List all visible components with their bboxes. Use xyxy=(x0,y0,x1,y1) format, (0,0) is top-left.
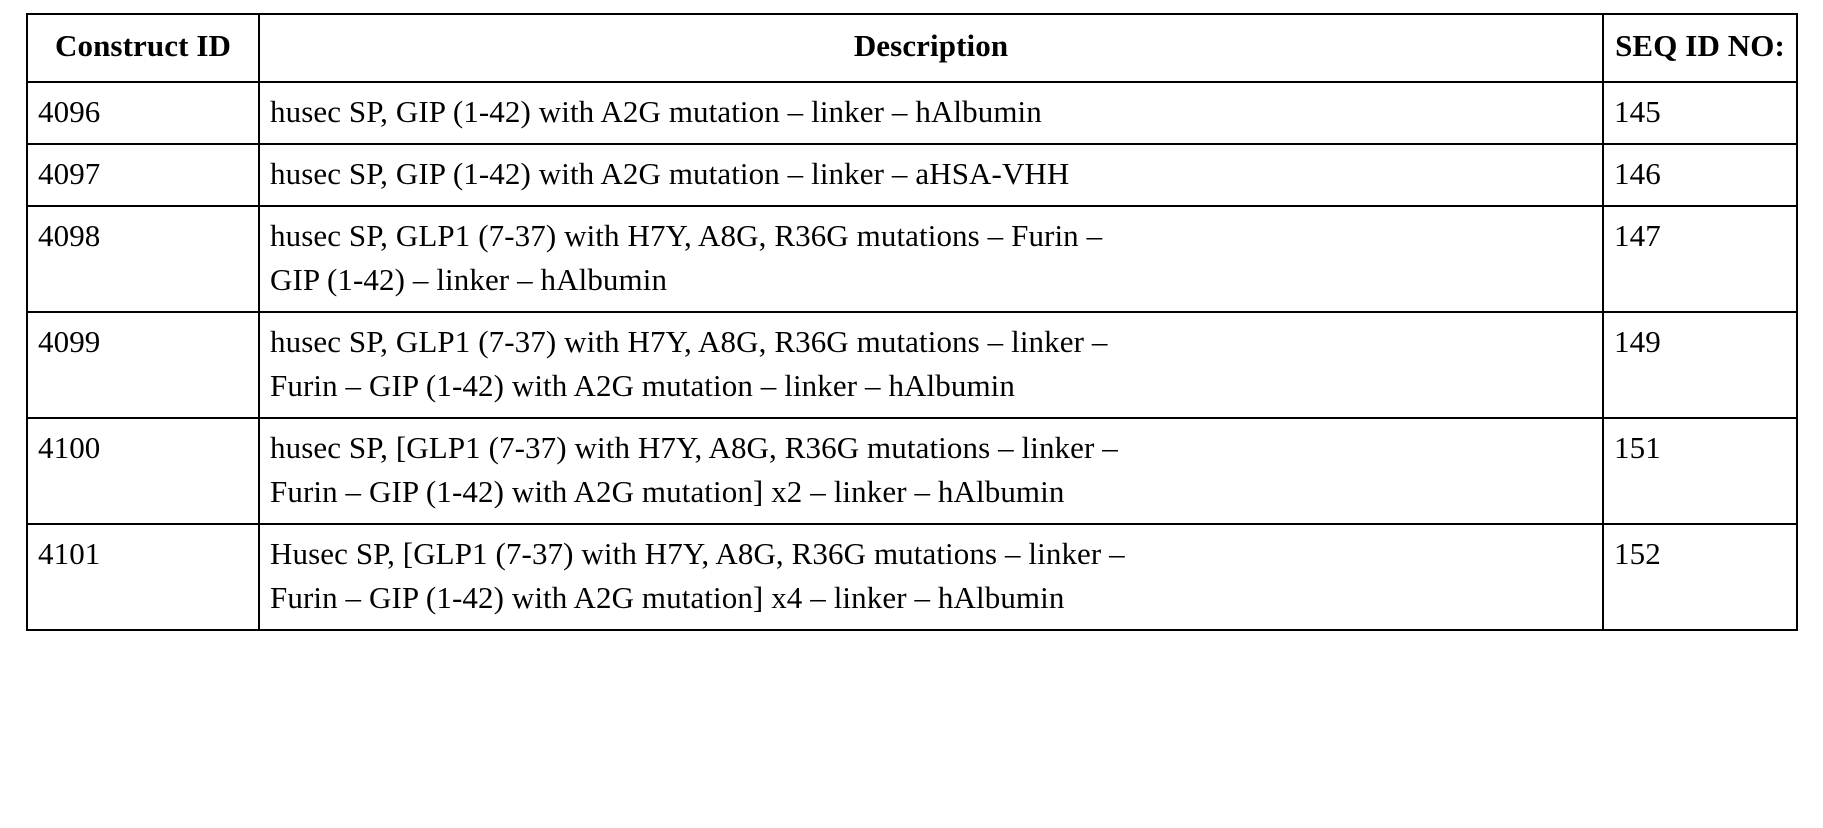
table-header-row: Construct ID Description SEQ ID NO: xyxy=(26,13,1798,83)
cell-seq-id-no: 145 xyxy=(1602,80,1798,145)
table-row: 4096 husec SP, GIP (1-42) with A2G mutati… xyxy=(26,80,1798,145)
cell-description: husec SP, GLP1 (7-37) with H7Y, A8G, R36… xyxy=(258,204,1604,313)
cell-construct-id: 4100 xyxy=(26,416,260,525)
description-line: husec SP, GLP1 (7-37) with H7Y, A8G, R36… xyxy=(270,217,1103,253)
cell-seq-id-no: 147 xyxy=(1602,204,1798,313)
description-line: GIP (1-42) – linker – hAlbumin xyxy=(270,261,668,297)
cell-description: husec SP, GLP1 (7-37) with H7Y, A8G, R36… xyxy=(258,310,1604,419)
cell-description: husec SP, GIP (1-42) with A2G mutation –… xyxy=(258,80,1604,145)
cell-construct-id: 4097 xyxy=(26,142,260,207)
table-header: Construct ID Description SEQ ID NO: xyxy=(26,13,1798,83)
construct-table-container: Construct ID Description SEQ ID NO: 4096… xyxy=(26,13,1798,632)
description-line: husec SP, GLP1 (7-37) with H7Y, A8G, R36… xyxy=(270,323,1108,359)
cell-description: Husec SP, [GLP1 (7-37) with H7Y, A8G, R3… xyxy=(258,522,1604,632)
description-line: Husec SP, [GLP1 (7-37) with H7Y, A8G, R3… xyxy=(270,535,1125,571)
cell-construct-id: 4101 xyxy=(26,522,260,632)
table-row: 4097 husec SP, GIP (1-42) with A2G mutati… xyxy=(26,142,1798,207)
cell-seq-id-no: 151 xyxy=(1602,416,1798,525)
construct-table: Construct ID Description SEQ ID NO: 4096… xyxy=(26,13,1798,632)
description-line: Furin – GIP (1-42) with A2G mutation] x4… xyxy=(270,579,1065,615)
table-row: 4100 husec SP, [GLP1 (7-37) with H7Y, A8G… xyxy=(26,416,1798,525)
table-row: 4098 husec SP, GLP1 (7-37) with H7Y, A8G,… xyxy=(26,204,1798,313)
column-header-construct-id: Construct ID xyxy=(26,13,260,83)
table-row: 4099 husec SP, GLP1 (7-37) with H7Y, A8G,… xyxy=(26,310,1798,419)
table-row: 4101 Husec SP, [GLP1 (7-37) with H7Y, A8G… xyxy=(26,522,1798,632)
cell-construct-id: 4099 xyxy=(26,310,260,419)
cell-seq-id-no: 146 xyxy=(1602,142,1798,207)
cell-construct-id: 4098 xyxy=(26,204,260,313)
description-line: husec SP, GIP (1-42) with A2G mutation –… xyxy=(270,93,1042,129)
description-line: Furin – GIP (1-42) with A2G mutation] x2… xyxy=(270,473,1065,509)
cell-seq-id-no: 152 xyxy=(1602,522,1798,632)
description-line: husec SP, GIP (1-42) with A2G mutation –… xyxy=(270,155,1070,191)
column-header-seq-id-no: SEQ ID NO: xyxy=(1602,13,1798,83)
table-body: 4096 husec SP, GIP (1-42) with A2G mutati… xyxy=(26,80,1798,632)
cell-description: husec SP, GIP (1-42) with A2G mutation –… xyxy=(258,142,1604,207)
description-line: husec SP, [GLP1 (7-37) with H7Y, A8G, R3… xyxy=(270,429,1118,465)
cell-seq-id-no: 149 xyxy=(1602,310,1798,419)
cell-construct-id: 4096 xyxy=(26,80,260,145)
column-header-description: Description xyxy=(258,13,1604,83)
cell-description: husec SP, [GLP1 (7-37) with H7Y, A8G, R3… xyxy=(258,416,1604,525)
description-line: Furin – GIP (1-42) with A2G mutation – l… xyxy=(270,367,1015,403)
